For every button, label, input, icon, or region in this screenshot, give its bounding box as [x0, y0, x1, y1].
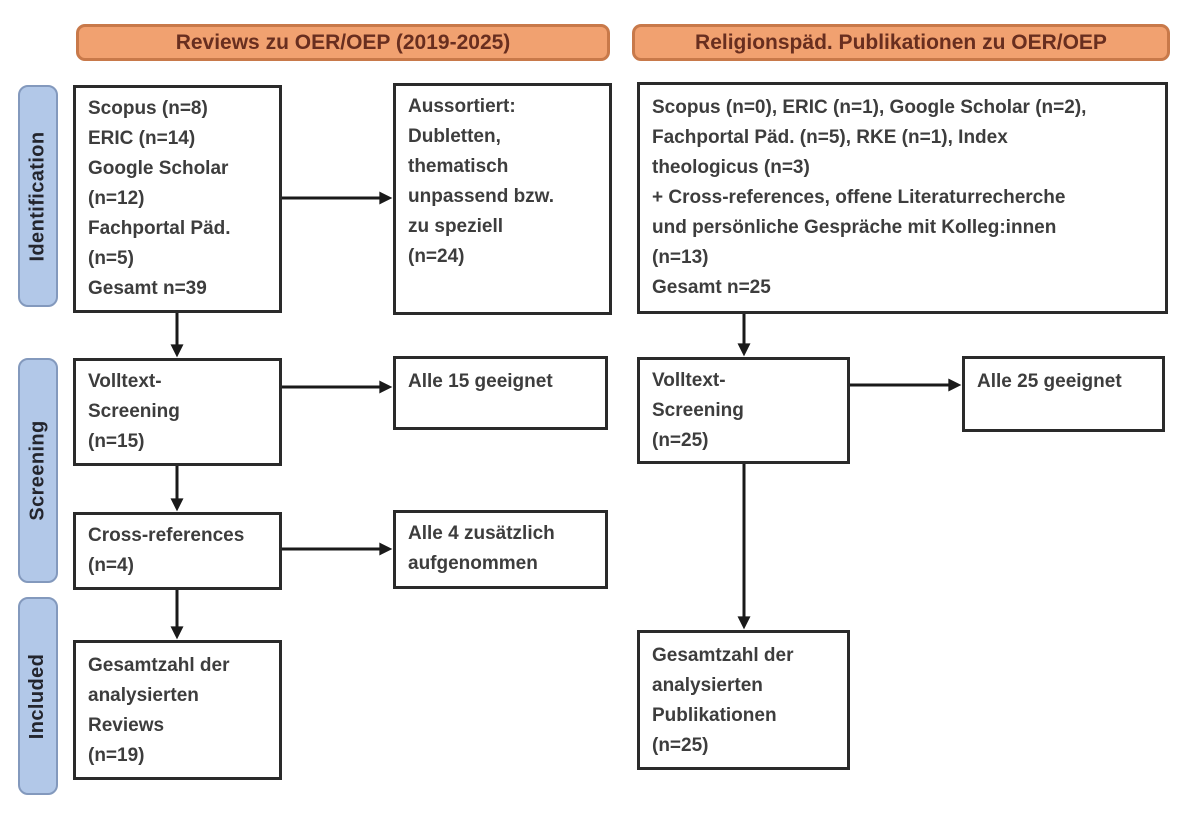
box-left-excluded: Aussortiert: Dubletten, thematisch unpas…	[393, 83, 612, 315]
stage-label-identification: Identification	[18, 85, 58, 307]
box-right-sources: Scopus (n=0), ERIC (n=1), Google Scholar…	[637, 82, 1168, 314]
column-header-religionspaed: Religionspäd. Publikationen zu OER/OEP	[632, 24, 1170, 61]
stage-label-screening-text: Screening	[26, 420, 49, 521]
box-left-fulltext-result-text: Alle 15 geeignet	[408, 371, 553, 392]
box-right-fulltext-screening-text: Volltext- Screening (n=25)	[652, 370, 744, 451]
box-left-fulltext-screening-text: Volltext- Screening (n=15)	[88, 371, 180, 452]
stage-label-screening: Screening	[18, 358, 58, 583]
stage-label-included: Included	[18, 597, 58, 795]
box-right-sources-text: Scopus (n=0), ERIC (n=1), Google Scholar…	[652, 97, 1087, 298]
box-left-crossref-text: Cross-references (n=4)	[88, 525, 245, 576]
box-left-crossref-result-text: Alle 4 zusätzlich aufgenommen	[408, 523, 555, 574]
box-left-sources-text: Scopus (n=8) ERIC (n=14) Google Scholar …	[88, 98, 231, 299]
box-left-crossref-result: Alle 4 zusätzlich aufgenommen	[393, 510, 608, 589]
box-right-included-total: Gesamtzahl der analysierten Publikatione…	[637, 630, 850, 770]
box-left-included-total: Gesamtzahl der analysierten Reviews (n=1…	[73, 640, 282, 780]
box-left-sources: Scopus (n=8) ERIC (n=14) Google Scholar …	[73, 85, 282, 313]
column-header-reviews-label: Reviews zu OER/OEP (2019-2025)	[175, 30, 511, 54]
box-right-included-total-text: Gesamtzahl der analysierten Publikatione…	[652, 645, 794, 756]
stage-label-identification-text: Identification	[26, 130, 49, 262]
box-left-fulltext-screening: Volltext- Screening (n=15)	[73, 358, 282, 466]
box-left-fulltext-result: Alle 15 geeignet	[393, 356, 608, 430]
column-header-reviews: Reviews zu OER/OEP (2019-2025)	[76, 24, 610, 61]
box-right-fulltext-result: Alle 25 geeignet	[962, 356, 1165, 432]
box-left-excluded-text: Aussortiert: Dubletten, thematisch unpas…	[408, 96, 555, 267]
column-header-religionspaed-label: Religionspäd. Publikationen zu OER/OEP	[695, 30, 1107, 54]
box-left-included-total-text: Gesamtzahl der analysierten Reviews (n=1…	[88, 655, 230, 766]
stage-label-included-text: Included	[26, 653, 49, 739]
box-right-fulltext-screening: Volltext- Screening (n=25)	[637, 357, 850, 464]
box-left-crossref: Cross-references (n=4)	[73, 512, 282, 590]
box-right-fulltext-result-text: Alle 25 geeignet	[977, 371, 1122, 392]
